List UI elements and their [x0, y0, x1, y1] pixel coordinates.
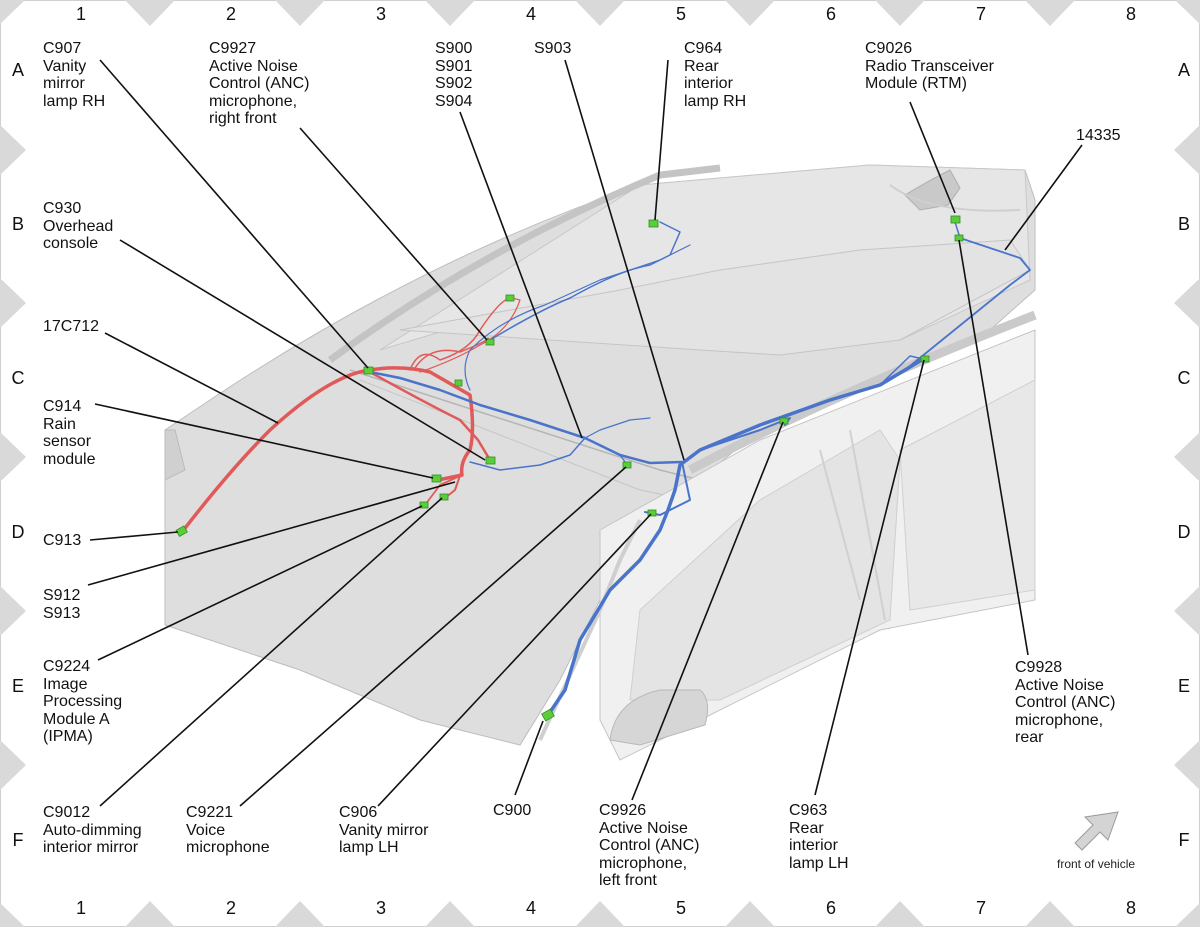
label-14335: 14335 [1076, 127, 1121, 144]
grid-col-top-5: 5 [675, 4, 686, 24]
label-c914: C914 Rain sensor module [43, 398, 96, 468]
grid-col-top-8: 8 [1125, 4, 1136, 24]
grid-col-top-3: 3 [375, 4, 386, 24]
label-c9026: C9026 Radio Transceiver Module (RTM) [865, 40, 994, 92]
grid-row-left-C: C [11, 368, 25, 388]
grid-row-right-A: A [1177, 60, 1190, 80]
grid-col-bottom-2: 2 [225, 898, 236, 918]
grid-row-right-C: C [1177, 368, 1191, 388]
grid-col-bottom-7: 7 [975, 898, 986, 918]
grid-col-bottom-5: 5 [675, 898, 686, 918]
label-c9926: C9926 Active Noise Control (ANC) microph… [599, 802, 700, 889]
grid-col-bottom-8: 8 [1125, 898, 1136, 918]
front-of-vehicle-arrow-icon [1074, 811, 1119, 851]
vehicle-illustration [164, 164, 1037, 761]
grid-col-top-2: 2 [225, 4, 236, 24]
label-c9224: C9224 Image Processing Module A (IPMA) [43, 658, 123, 745]
grid-col-bottom-4: 4 [525, 898, 536, 918]
grid-col-bottom-6: 6 [825, 898, 836, 918]
label-c913: C913 [43, 532, 82, 549]
grid-col-bottom-1: 1 [75, 898, 86, 918]
grid-row-right-B: B [1177, 214, 1190, 234]
label-s903: S903 [534, 40, 572, 57]
grid-row-right-D: D [1177, 522, 1191, 542]
leader-lines [87, 59, 1083, 807]
label-s912: S912 S913 [43, 587, 81, 622]
label-c9012: C9012 Auto-dimming interior mirror [43, 804, 142, 856]
label-c907: C907 Vanity mirror lamp RH [43, 40, 106, 110]
grid-col-top-4: 4 [525, 4, 536, 24]
grid-row-right-F: F [1178, 830, 1190, 850]
grid-row-left-E: E [11, 676, 24, 696]
label-17c712: 17C712 [43, 318, 100, 335]
label-c9221: C9221 Voice microphone [186, 804, 270, 856]
grid-col-bottom-3: 3 [375, 898, 386, 918]
grid-col-top-7: 7 [975, 4, 986, 24]
grid-row-left-F: F [12, 830, 24, 850]
grid-row-left-D: D [11, 522, 25, 542]
label-c900: C900 [493, 802, 532, 819]
grid-row-left-B: B [11, 214, 24, 234]
grid-row-right-E: E [1177, 676, 1190, 696]
label-s900: S900 S901 S902 S904 [435, 40, 473, 110]
label-c906: C906 Vanity mirror lamp LH [339, 804, 429, 856]
label-c930: C930 Overhead console [43, 200, 114, 252]
label-c963: C963 Rear interior lamp LH [789, 802, 849, 872]
grid-col-top-6: 6 [825, 4, 836, 24]
label-c9928: C9928 Active Noise Control (ANC) microph… [1015, 659, 1116, 746]
label-c964: C964 Rear interior lamp RH [684, 40, 747, 110]
connectors [175, 215, 964, 722]
front-of-vehicle-label: front of vehicle [1057, 857, 1136, 871]
label-c9927: C9927 Active Noise Control (ANC) microph… [209, 40, 310, 127]
grid-col-top-1: 1 [75, 4, 86, 24]
grid-row-left-A: A [11, 60, 24, 80]
